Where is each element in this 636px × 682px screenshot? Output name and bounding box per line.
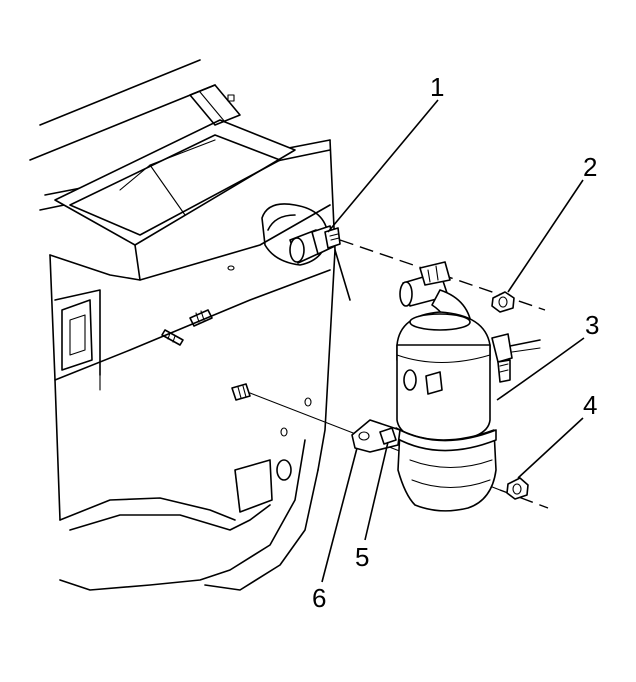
leader-line-3 xyxy=(496,337,585,401)
body-panel-structure xyxy=(29,59,351,591)
callout-6: 6 xyxy=(312,583,326,613)
callout-leaders xyxy=(321,99,585,583)
screw-icon xyxy=(161,329,184,346)
nut-upper-icon xyxy=(491,291,515,313)
callout-1: 1 xyxy=(430,72,444,102)
leader-line-5 xyxy=(364,441,389,541)
screw-icon xyxy=(189,309,213,327)
mounting-bracket-icon xyxy=(351,419,401,453)
nut-lower-icon xyxy=(506,477,529,500)
leader-line-6 xyxy=(321,447,358,583)
callout-3: 3 xyxy=(585,310,599,340)
callout-2: 2 xyxy=(583,152,597,182)
inlet-pipe-fitting xyxy=(289,225,341,264)
leader-line-4 xyxy=(517,417,584,479)
bolt-icon xyxy=(231,383,251,401)
leader-line-2 xyxy=(507,179,584,293)
callout-labels: 1 2 3 4 5 6 xyxy=(312,72,599,613)
accumulator-inlet-pipe xyxy=(399,261,473,336)
leader-line-1 xyxy=(327,99,439,233)
callout-5: 5 xyxy=(355,542,369,572)
accumulator-icon xyxy=(395,311,541,512)
callout-4: 4 xyxy=(583,390,597,420)
